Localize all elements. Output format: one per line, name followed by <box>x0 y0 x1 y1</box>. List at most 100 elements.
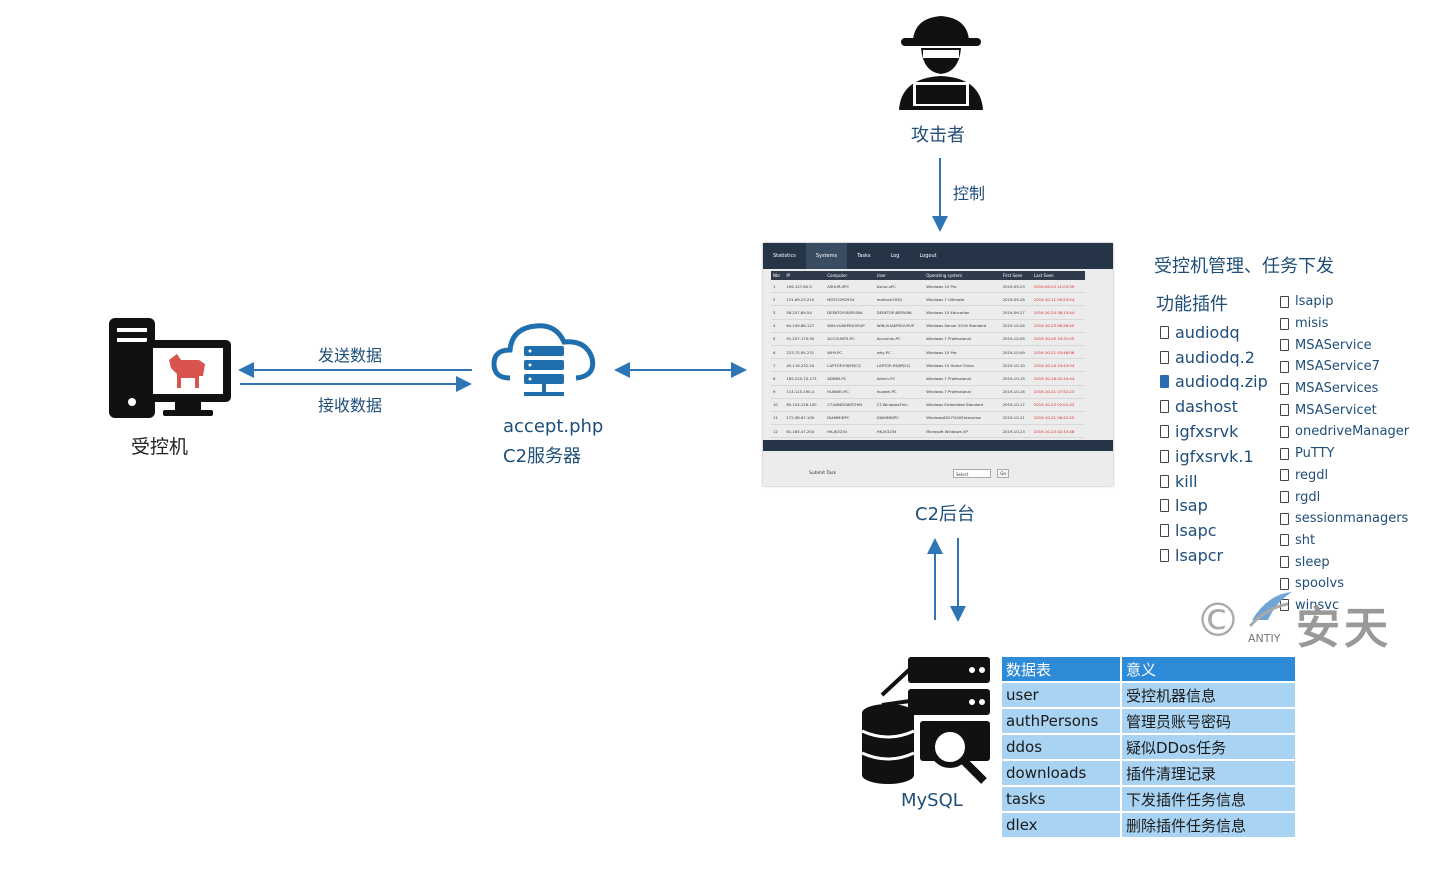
server-file-label: accept.php <box>503 416 604 437</box>
copyright-mark: © <box>1195 593 1241 647</box>
table-cell: 65.154.226.100 <box>784 398 826 412</box>
table-cell: Microsoft Windows XP <box>924 424 1001 439</box>
db-table-name: ddos <box>1002 735 1120 759</box>
nav-tab-logout[interactable]: Logout <box>919 253 937 259</box>
mysql-label: MySQL <box>901 790 963 811</box>
nav-tab-tasks[interactable]: Tasks <box>857 253 871 259</box>
table-cell: 2019-10-16 02:34:44 <box>1031 371 1085 386</box>
plugin-file-name: lsapip <box>1295 294 1334 310</box>
table-cell: DIAMMIDPC <box>874 411 925 426</box>
file-icon <box>1280 317 1289 330</box>
file-icon <box>1160 325 1169 339</box>
table-cell: 2019-10-10 <box>1000 358 1032 373</box>
table-cell: 2019-10-05 10:31:05 <box>1031 332 1085 346</box>
c2-col-header: First Seen <box>1000 271 1032 280</box>
table-cell: 2019-10-21 03:48:06 <box>1031 345 1085 360</box>
hacker-icon <box>899 16 983 110</box>
file-icon <box>1160 499 1169 513</box>
db-table-meaning: 管理员账号密码 <box>1122 709 1295 733</box>
nav-tab-log[interactable]: Log <box>890 253 900 259</box>
table-cell: HK-JK3234 <box>874 424 925 439</box>
nav-tab-statistics[interactable]: Statistics <box>773 253 796 259</box>
victim-label: 受控机 <box>131 436 189 458</box>
brand-cn: 安天 <box>1296 603 1392 654</box>
file-icon <box>1280 556 1289 569</box>
zip-file-icon <box>1160 375 1169 389</box>
db-table-meaning: 受控机器信息 <box>1122 683 1295 707</box>
plugin-file-name: regdl <box>1295 467 1329 483</box>
c2-col-header: Last Seen <box>1031 271 1085 280</box>
table-cell: 9 <box>771 385 785 399</box>
plugin-file-item: audiodq.2 <box>1160 345 1268 370</box>
db-table-meaning: 插件清理记录 <box>1122 761 1295 785</box>
attacker-label: 攻击者 <box>911 125 965 146</box>
plugin-file-name: MSAService <box>1295 337 1372 353</box>
plugin-file-name: MSAServices <box>1295 381 1379 397</box>
table-cell: 2019-10-23 02:43:48 <box>1031 424 1085 439</box>
table-cell: 2 <box>771 292 785 307</box>
plugin-file-name: spoolvs <box>1295 576 1345 592</box>
plugin-file-item: PuTTY <box>1280 443 1409 465</box>
file-icon <box>1160 350 1169 364</box>
plugin-file-name: audiodq <box>1175 322 1240 342</box>
table-cell: WIN-VUAKPDUV5UP <box>874 319 925 333</box>
plugin-file-name: lsap <box>1175 496 1208 516</box>
db-table-name: user <box>1002 683 1120 707</box>
plugins-subtitle: 功能插件 <box>1156 294 1228 315</box>
plugin-file-item: rgdl <box>1280 486 1409 508</box>
c2-col-header: Computer <box>825 271 875 280</box>
table-cell: DESKTOP-BSP00NL <box>874 305 925 320</box>
db-col-header: 数据表 <box>1002 657 1120 681</box>
plugin-file-item: regdl <box>1280 465 1409 487</box>
table-cell: LAPTOP-E9J9PJCQ <box>825 358 875 373</box>
table-cell: Windows 7 Professional <box>924 385 1001 399</box>
file-icon <box>1280 360 1289 373</box>
table-cell: WIN-VUAKPDUV5UP <box>825 319 875 333</box>
c2-col-header: User <box>874 271 925 280</box>
table-cell: mofcom2934 <box>874 292 925 307</box>
cloud-server-icon <box>491 323 596 396</box>
table-cell: DIAMMIDPC <box>825 411 875 426</box>
table-cell: 2019-09-26 <box>1000 292 1032 307</box>
table-cell: 2019-09-23 11:03:39 <box>1031 280 1085 294</box>
table-cell: 8 <box>771 371 785 386</box>
plugin-file-name: onedriveManager <box>1295 424 1410 440</box>
brand-en: ANTIY <box>1248 632 1281 645</box>
plugin-file-item: sht <box>1280 530 1409 552</box>
table-cell: 2019-10-23 06:28:40 <box>1031 319 1085 333</box>
plugin-file-item: onedriveManager <box>1280 421 1409 443</box>
db-table-meaning: 删除插件任务信息 <box>1122 813 1295 837</box>
table-cell: DESKTOP-BSP00NL <box>825 305 875 320</box>
nav-tab-systems[interactable]: Systems <box>805 243 848 269</box>
table-cell: Accounts-PC <box>874 332 925 346</box>
file-icon <box>1160 474 1169 488</box>
db-table-name: tasks <box>1002 787 1120 811</box>
table-cell: 2019-10-17 <box>1000 398 1032 412</box>
table-cell: Windows Embedded Standard <box>924 398 1001 412</box>
file-icon <box>1280 404 1289 417</box>
go-button[interactable]: Go <box>997 469 1009 478</box>
plugin-file-name: rgdl <box>1295 489 1321 505</box>
task-select[interactable]: Select <box>953 469 991 478</box>
table-cell: WHY-PC <box>825 345 875 360</box>
plugin-file-item: sleep <box>1280 551 1409 573</box>
table-cell: ACCOUNTS-PC <box>825 332 875 346</box>
plugin-file-name: audiodq.zip <box>1175 372 1268 392</box>
